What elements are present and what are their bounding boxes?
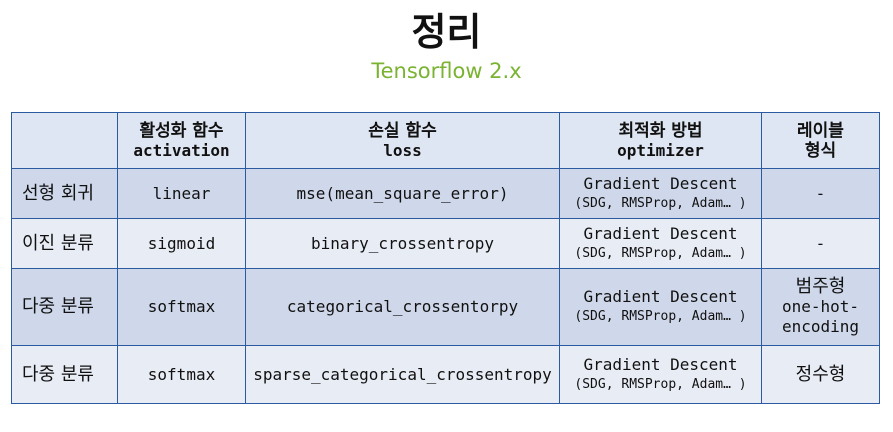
row-task: 선형 회귀	[11, 168, 118, 219]
row-optimizer: Gradient Descent (SDG, RMSProp, Adam… )	[559, 345, 762, 404]
header-label: 레이블 형식	[761, 112, 880, 169]
table-row: 선형 회귀 linear mse(mean_square_error) Grad…	[11, 168, 880, 219]
summary-table: 활성화 함수 activation 손실 함수 loss 최적화 방법 opti…	[11, 112, 880, 404]
table-row: 다중 분류 softmax categorical_crossentorpy G…	[11, 268, 880, 346]
row-optimizer-name: Gradient Descent	[583, 223, 738, 243]
row-activation: linear	[117, 168, 246, 219]
header-label-ko: 레이블	[797, 120, 844, 141]
row-label-line1: 범주형	[795, 276, 846, 297]
row-task: 다중 분류	[11, 268, 118, 346]
row-optimizer: Gradient Descent (SDG, RMSProp, Adam… )	[559, 218, 762, 269]
header-activation-en: activation	[133, 140, 230, 160]
row-label: 범주형 one-hot- encoding	[761, 268, 880, 346]
header-activation-ko: 활성화 함수	[139, 120, 224, 141]
header-loss-en: loss	[383, 140, 422, 160]
row-optimizer-name: Gradient Descent	[583, 173, 738, 193]
row-label-line1: 정수형	[795, 363, 846, 385]
row-loss: sparse_categorical_crossentropy	[245, 345, 560, 404]
row-label: 정수형	[761, 345, 880, 404]
table-header-row: 활성화 함수 activation 손실 함수 loss 최적화 방법 opti…	[11, 112, 880, 169]
header-label-ko-line2: 형식	[804, 140, 837, 161]
row-label-line2: one-hot-	[781, 297, 860, 316]
row-optimizer: Gradient Descent (SDG, RMSProp, Adam… )	[559, 268, 762, 346]
row-task: 이진 분류	[11, 218, 118, 269]
page-title: 정리	[411, 10, 482, 54]
row-label: -	[761, 168, 880, 219]
row-optimizer-name: Gradient Descent	[583, 287, 738, 306]
row-optimizer-name: Gradient Descent	[583, 354, 738, 374]
header-corner-cell	[11, 112, 118, 169]
row-activation: softmax	[117, 268, 246, 346]
header-activation: 활성화 함수 activation	[117, 112, 246, 169]
row-optimizer-detail: (SDG, RMSProp, Adam… )	[574, 245, 747, 261]
row-label-line3: encoding	[781, 317, 860, 336]
row-activation: sigmoid	[117, 218, 246, 269]
row-task: 다중 분류	[11, 345, 118, 404]
header-loss: 손실 함수 loss	[245, 112, 560, 169]
table-row: 다중 분류 softmax sparse_categorical_crossen…	[11, 345, 880, 404]
header-loss-ko: 손실 함수	[368, 120, 437, 141]
table-row: 이진 분류 sigmoid binary_crossentropy Gradie…	[11, 218, 880, 269]
row-optimizer-detail: (SDG, RMSProp, Adam… )	[574, 376, 747, 392]
row-loss: categorical_crossentorpy	[245, 268, 560, 346]
row-activation: softmax	[117, 345, 246, 404]
row-optimizer-detail: (SDG, RMSProp, Adam… )	[574, 195, 747, 211]
row-label: -	[761, 218, 880, 269]
row-loss: binary_crossentropy	[245, 218, 560, 269]
header-optimizer-en: optimizer	[617, 140, 704, 160]
row-optimizer-detail: (SDG, RMSProp, Adam… )	[574, 309, 747, 324]
page-subtitle: Tensorflow 2.x	[371, 59, 522, 83]
row-loss: mse(mean_square_error)	[245, 168, 560, 219]
header-optimizer-ko: 최적화 방법	[618, 120, 703, 141]
row-optimizer: Gradient Descent (SDG, RMSProp, Adam… )	[559, 168, 762, 219]
header-optimizer: 최적화 방법 optimizer	[559, 112, 762, 169]
